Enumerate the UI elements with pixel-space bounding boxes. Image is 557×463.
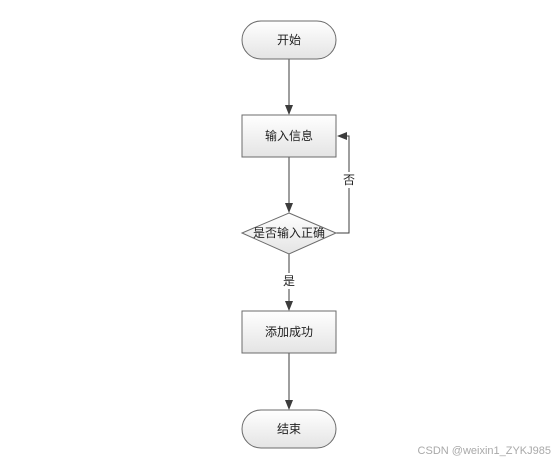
node-end: 结束 <box>241 409 337 449</box>
node-success-shape <box>241 310 337 354</box>
edge-label-yes: 是 <box>283 274 295 288</box>
node-success-label: 添加成功 <box>265 325 313 339</box>
node-decision: 是否输入正确 <box>240 212 338 255</box>
watermark: CSDN @weixin1_ZYKJ985 <box>417 445 551 457</box>
node-input: 输入信息 <box>241 114 337 158</box>
node-end-label: 结束 <box>277 422 301 436</box>
edge-label-no-bg <box>342 172 356 188</box>
node-start: 开始 <box>241 20 337 60</box>
node-end-shape <box>241 409 337 449</box>
node-start-label: 开始 <box>277 33 301 47</box>
node-decision-shape <box>240 212 338 255</box>
edge-label-yes-bg <box>282 273 296 289</box>
node-success: 添加成功 <box>241 310 337 354</box>
node-decision-label: 是否输入正确 <box>253 225 325 240</box>
node-start-shape <box>241 20 337 60</box>
node-input-label: 输入信息 <box>265 128 313 143</box>
node-input-shape <box>241 114 337 158</box>
edge-label-no: 否 <box>343 173 355 187</box>
